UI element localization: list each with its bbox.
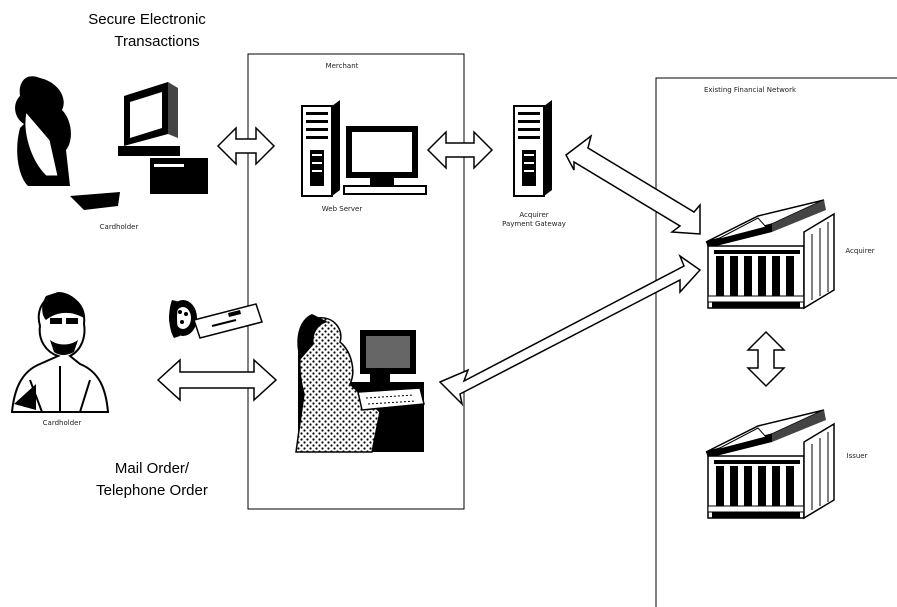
- server-tower-icon: [514, 100, 552, 196]
- person-on-phone-icon: [12, 292, 108, 412]
- web-server-label: Web Server: [322, 205, 363, 213]
- acquirer-label: Acquirer: [845, 247, 874, 255]
- double-arrow-acquirer-issuer: [748, 332, 784, 386]
- bank-building-icon: [706, 410, 834, 518]
- financial-network-label: Existing Financial Network: [704, 86, 797, 94]
- issuer-label: Issuer: [847, 452, 868, 460]
- heading-secure-line-1: Secure Electronic: [88, 11, 206, 28]
- heading-secure-line-2: Transactions: [114, 33, 199, 50]
- person-at-computer-icon: [15, 76, 208, 210]
- heading-mail-line-1: Mail Order/: [115, 460, 190, 477]
- bank-building-icon: [706, 200, 834, 308]
- server-and-monitor-icon: [302, 100, 426, 196]
- cardholder-bottom-label: Cardholder: [43, 419, 82, 427]
- arrow-clerk-acquirer: [440, 256, 700, 404]
- double-arrow-cardholder-merchant: [218, 128, 274, 164]
- clerk-at-terminal-icon: [296, 314, 424, 452]
- telephone-icon: [169, 300, 197, 338]
- merchant-box-label: Merchant: [326, 62, 359, 70]
- cardholder-top-label: Cardholder: [100, 223, 139, 231]
- arrow-gateway-acquirer: [566, 136, 700, 234]
- double-arrow-mailorder-merchant: [158, 360, 276, 400]
- gateway-label-line-1: Acquirer: [519, 211, 548, 219]
- heading-mail-line-2: Telephone Order: [96, 482, 208, 499]
- double-arrow-merchant-gateway: [428, 132, 492, 168]
- gateway-label-line-2: Payment Gateway: [502, 220, 566, 228]
- envelope-icon: [194, 304, 262, 338]
